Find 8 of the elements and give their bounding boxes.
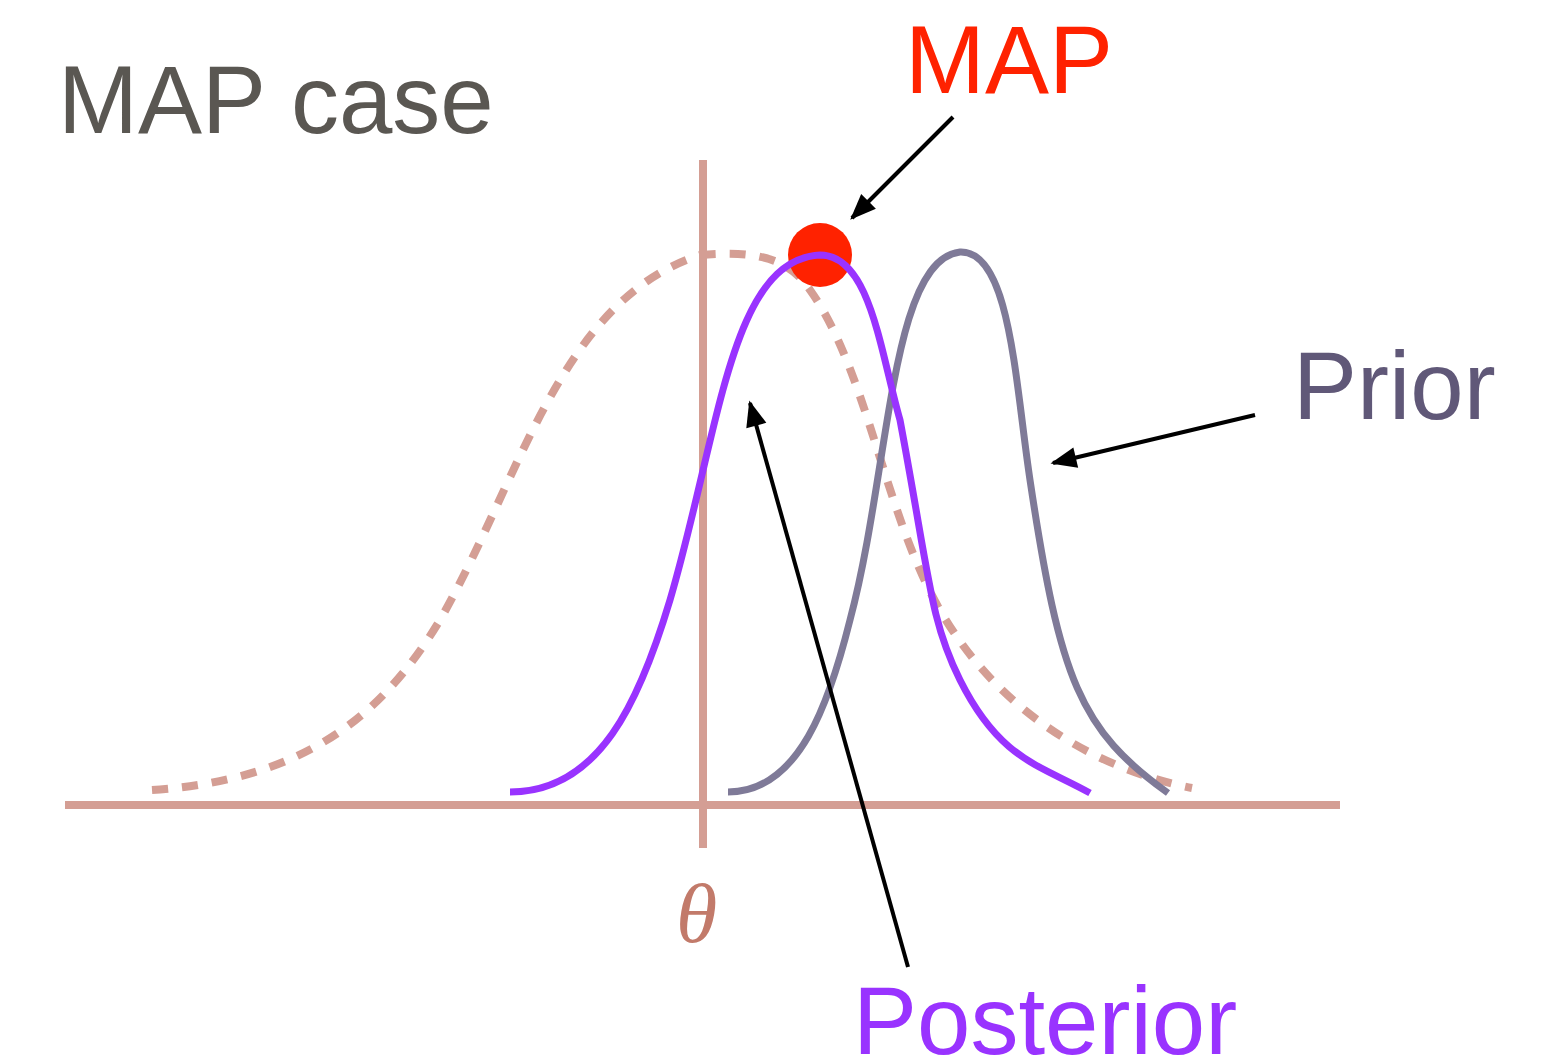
prior-label: Prior	[1293, 338, 1496, 434]
map-label: MAP	[905, 12, 1114, 108]
leader-arrow	[746, 400, 910, 968]
diagram-title: MAP case	[58, 52, 494, 148]
leader-arrow	[1050, 413, 1256, 468]
posterior-label: Posterior	[853, 973, 1238, 1057]
theta-label: θ	[676, 872, 718, 956]
leader-arrow	[850, 115, 955, 220]
